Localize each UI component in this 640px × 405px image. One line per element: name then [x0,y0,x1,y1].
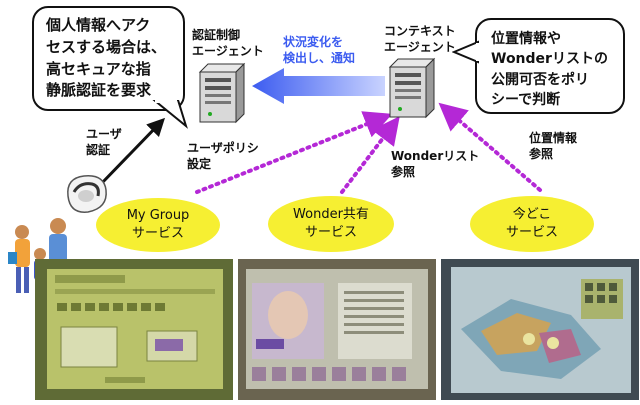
location-ref-label: 位置情報 参照 [529,130,577,162]
wonder-ref-arrow [340,116,400,194]
context-agent-label-line-1: コンテキスト [384,24,456,38]
photo-my-group-screen [35,259,233,400]
policy-arrow [195,111,393,194]
right-callout-line-4: シーで判断 [491,91,561,108]
service-my-group-line-2: サービス [131,226,184,241]
service-imadoko-line-1: 今どこ [512,206,552,222]
right-callout-tail [452,40,480,64]
photo-imadoko-screen [441,259,639,400]
service-my-group[interactable]: My Group サービス [96,198,220,252]
service-imadoko-line-2: サービス [505,225,558,240]
vein-sensor-icon [67,175,107,213]
user-policy-label: ユーザポリシ 設定 [187,140,259,172]
location-ref-label-line-1: 位置情報 [529,131,578,145]
left-callout-line-2: セスする場合は、 [46,37,167,56]
location-ref-label-line-2: 参照 [529,147,554,162]
wonder-ref-label-line-2: 参照 [391,165,416,180]
context-agent-label-line-2: エージェント [384,40,456,55]
photo-wonder-screen [238,259,436,400]
left-callout-tail [152,100,188,129]
service-wonder-share[interactable]: Wonder共有 サービス [268,196,394,252]
notify-label-line-2: 検出し、通知 [283,51,356,66]
auth-server-icon [198,62,246,124]
location-ref-arrow [438,102,542,192]
user-auth-label-line-2: 認証 [86,143,111,158]
service-imadoko[interactable]: 今どこ サービス [470,196,594,252]
user-auth-label-line-1: ユーザ [86,127,122,141]
context-server-icon [388,57,436,119]
auth-agent-label-line-2: エージェント [192,44,264,59]
wonder-ref-label: Wonderリスト 参照 [391,148,479,180]
left-callout-line-1: 個人情報へアク [46,16,151,34]
service-my-group-line-1: My Group [126,207,190,223]
context-agent-label: コンテキスト エージェント [384,23,456,55]
service-wonder-share-line-2: サービス [304,225,357,240]
auth-agent-label-line-1: 認証制御 [192,28,241,42]
user-policy-label-line-1: ユーザポリシ [187,141,259,155]
right-callout-line-3: 公開可否をポリ [491,71,589,88]
notify-label-line-1: 状況変化を [283,35,344,49]
notify-label: 状況変化を 検出し、通知 [283,34,355,66]
left-callout-line-3: 高セキュアな指 [46,59,151,78]
user-policy-label-line-2: 設定 [187,157,212,172]
right-callout: 位置情報や Wonderリストの 公開可否をポリ シーで判断 [475,18,625,114]
right-callout-line-1: 位置情報や [491,31,561,47]
left-callout: 個人情報へアク セスする場合は、 高セキュアな指 静脈認証を要求 [32,6,185,111]
right-callout-line-2: Wonderリストの [491,51,608,68]
left-callout-line-4: 静脈認証を要求 [46,81,152,100]
wonder-ref-label-line-1: Wonderリスト [391,149,480,163]
service-wonder-share-line-1: Wonder共有 [293,206,369,222]
user-auth-arrow [98,117,166,187]
user-auth-label: ユーザ 認証 [86,126,122,158]
auth-agent-label: 認証制御 エージェント [192,27,264,59]
notify-arrow [252,68,385,104]
